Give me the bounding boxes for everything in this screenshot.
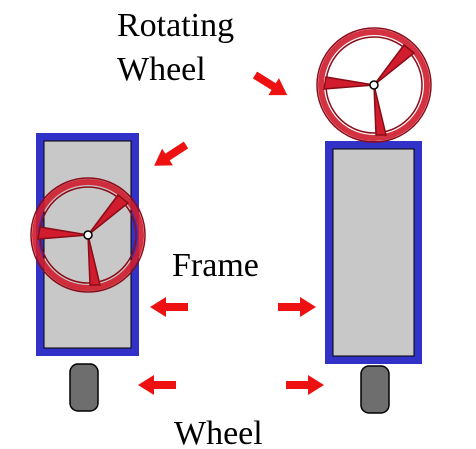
label-frame: Frame <box>172 247 259 284</box>
right-tire <box>360 365 390 414</box>
arrow-frame-right <box>278 297 316 317</box>
left-tire <box>69 363 99 412</box>
label-wheel-bottom: Wheel <box>174 415 263 449</box>
right-rotating-wheel <box>317 28 431 142</box>
arrow-frame-left <box>150 297 188 317</box>
right-frame <box>325 141 422 364</box>
arrow-rotating-wheel-left <box>148 136 192 175</box>
arrow-wheel-left <box>138 375 176 395</box>
arrow-rotating-wheel-right <box>249 66 293 104</box>
label-rotating: Rotating <box>117 7 234 44</box>
label-wheel-top: Wheel <box>117 51 206 88</box>
left-frame <box>36 133 139 356</box>
arrow-wheel-right <box>286 375 324 395</box>
